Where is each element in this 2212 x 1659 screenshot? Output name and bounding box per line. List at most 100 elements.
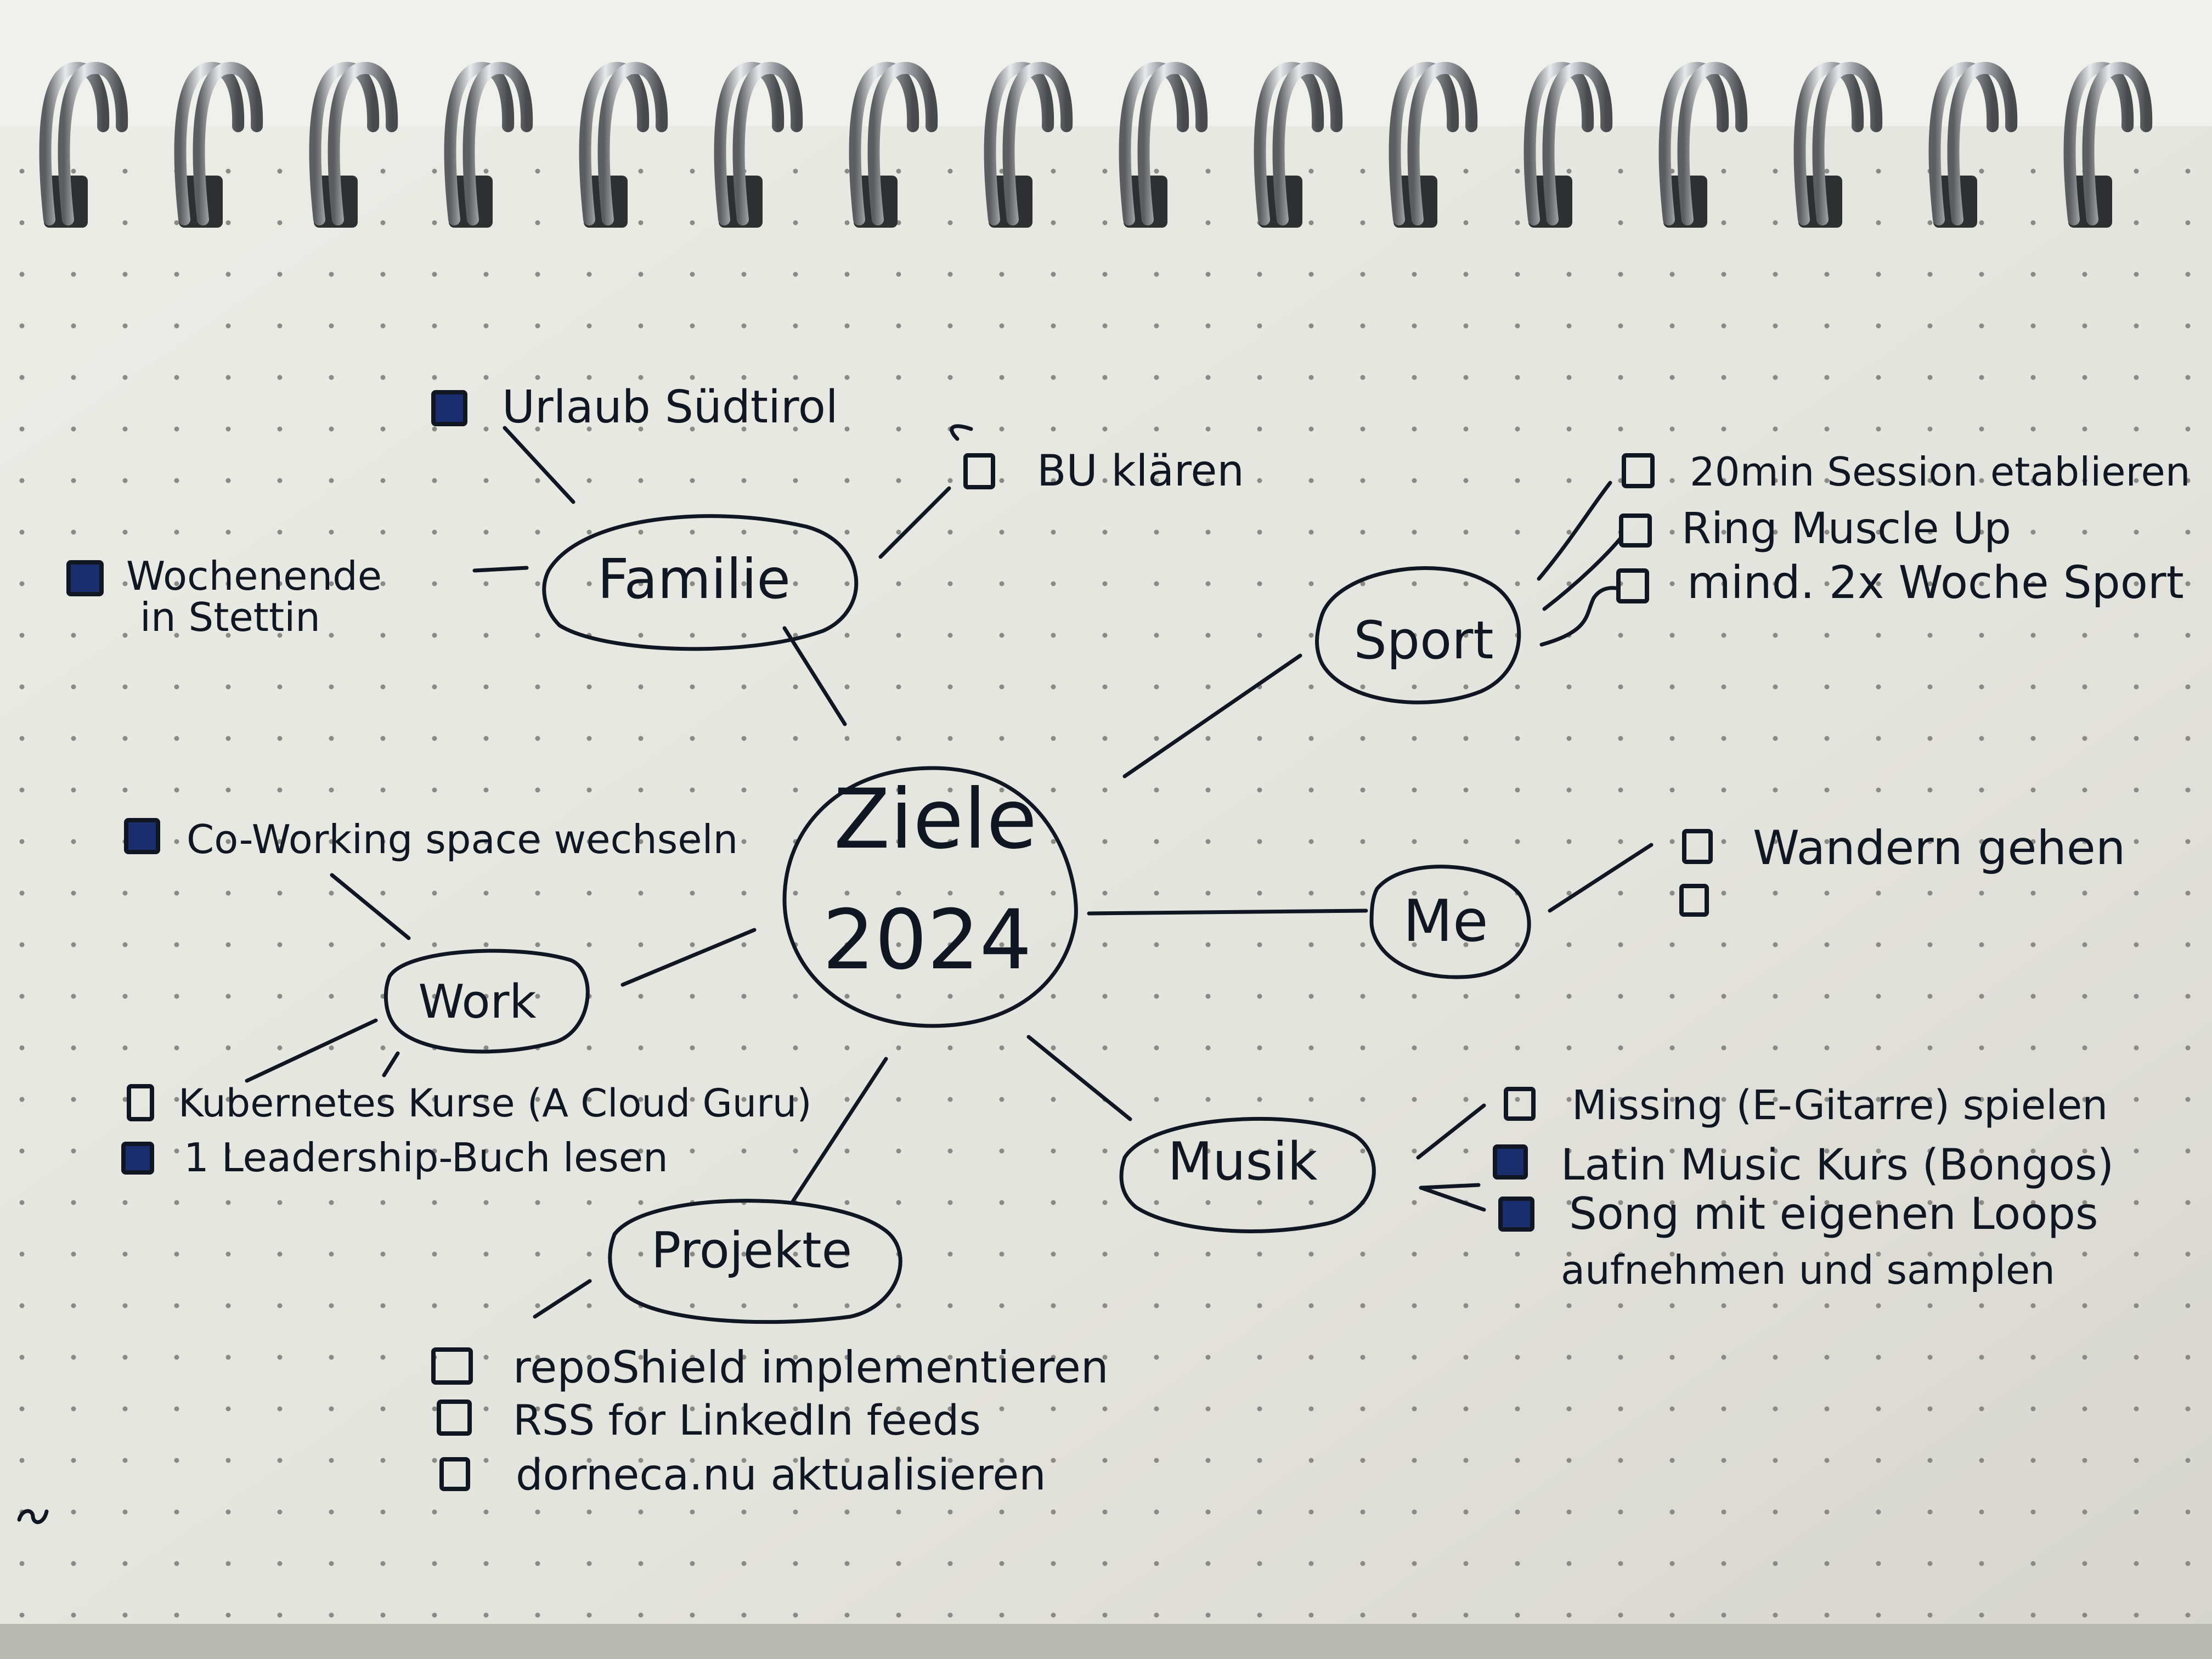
binding-ring (174, 61, 245, 225)
checkbox-group (66, 390, 1713, 1491)
connector-center-work (620, 928, 757, 987)
binding-ring (39, 61, 110, 225)
connector-center-me (1087, 909, 1368, 916)
checkbox-projekte-3 (439, 1457, 470, 1491)
branch-label-projekte: Projekte (651, 1222, 852, 1279)
connector-musik-item1 (1416, 1103, 1486, 1160)
branch-label-sport: Sport (1353, 611, 1493, 671)
binding-ring (579, 61, 650, 225)
binding-ring (1658, 61, 1729, 225)
item-reposhield: repoShield implementieren (513, 1342, 1109, 1393)
connector-familie-urlaub (503, 426, 575, 504)
connector-center-familie (782, 626, 847, 726)
checkbox-musik-2 (1493, 1144, 1528, 1180)
binding-ring (309, 61, 380, 225)
binding-ring (1523, 61, 1594, 225)
center-title-line2: 2024 (822, 893, 1032, 988)
item-20min-session: 20min Session etablieren (1690, 449, 2190, 495)
connector-sport-item1 (1537, 481, 1612, 581)
connector-familie-wochenende (472, 566, 529, 573)
checkbox-me-1 (1682, 829, 1713, 864)
item-coworking-space: Co-Working space wechseln (187, 816, 738, 862)
binding-ring (1947, 61, 2018, 225)
connector-center-musik (1026, 1035, 1132, 1121)
binding-ring (714, 61, 785, 225)
binding-ring (444, 61, 515, 225)
connector-musik-arrow (1419, 1183, 1486, 1212)
item-wochenende-line1: Wochenende (126, 553, 382, 599)
connector-sport-item2 (1542, 535, 1623, 611)
connector-me-item (1548, 843, 1654, 913)
binding-ring (1812, 61, 1883, 225)
stray-ink-mark (17, 1509, 49, 1524)
binding-ring (1407, 61, 1478, 225)
checkbox-leadership (121, 1142, 154, 1175)
musik-bubble (1119, 1116, 1376, 1233)
checkbox-bu (963, 453, 995, 489)
item-missing-egitarre: Missing (E-Gitarre) spielen (1572, 1082, 2108, 1129)
center-title-line1: Ziele (834, 772, 1037, 867)
binding-ring (867, 61, 938, 225)
binding-ring (1272, 61, 1343, 225)
checkbox-kubernetes (127, 1084, 154, 1121)
item-leadership-buch: 1 Leadership-Buch lesen (184, 1135, 668, 1181)
checkbox-urlaub (431, 390, 467, 426)
spiral-binding (39, 61, 2153, 228)
binding-ring (849, 61, 919, 225)
item-rss-linkedin: RSS for LinkedIn feeds (513, 1396, 981, 1444)
binding-ring (732, 61, 803, 225)
item-urlaub-suedtirol: Urlaub Südtirol (502, 381, 838, 433)
checkbox-sport-3 (1616, 568, 1649, 603)
binding-ring (1542, 61, 1613, 225)
connector-work-coworking (330, 873, 411, 940)
item-dorneca: dorneca.nu aktualisieren (516, 1451, 1046, 1500)
connector-projekte-items (533, 1279, 592, 1319)
checkbox-sport-1 (1622, 453, 1655, 488)
branch-label-familie: Familie (597, 547, 791, 611)
connector-center-sport (1122, 653, 1302, 778)
item-wochenende-line2: in Stettin (140, 594, 320, 640)
checkbox-musik-3 (1498, 1197, 1534, 1232)
binding-ring (1677, 61, 1748, 225)
checkbox-coworking (124, 818, 160, 854)
branch-label-musik: Musik (1167, 1132, 1317, 1192)
item-latin-music-kurs: Latin Music Kurs (Bongos) (1561, 1141, 2114, 1190)
branch-label-me: Me (1403, 888, 1488, 955)
connector-center-projekte (791, 1057, 888, 1204)
connector-work-kubernetes (245, 1018, 378, 1083)
checkbox-me-2 (1679, 884, 1709, 917)
item-bu-klaeren: BU klären (1037, 447, 1244, 496)
item-song-loops-line2: aufnehmen und samplen (1561, 1247, 2055, 1293)
item-ring-muscle-up: Ring Muscle Up (1681, 504, 2011, 554)
paper-bottom-edge (0, 1624, 2212, 1659)
sport-bubble (1315, 566, 1521, 704)
work-bubble (383, 949, 590, 1054)
checkbox-wochenende (66, 560, 104, 596)
binding-ring (984, 61, 1054, 225)
familie-bubble (542, 514, 859, 651)
connector-sport-item3 (1539, 586, 1618, 647)
binding-ring (597, 61, 668, 225)
binding-ring (1793, 61, 1864, 225)
branch-label-work: Work (418, 975, 536, 1029)
item-kubernetes-kurse: Kubernetes Kurse (A Cloud Guru) (178, 1081, 812, 1126)
center-circle (782, 766, 1078, 1028)
binding-ring (2063, 61, 2134, 225)
item-song-loops-line1: Song mit eigenen Loops (1569, 1188, 2098, 1239)
item-2x-woche-sport: mind. 2x Woche Sport (1687, 557, 2184, 609)
checkbox-projekte-2 (437, 1400, 472, 1436)
binding-ring (1002, 61, 1073, 225)
binding-ring (193, 61, 263, 225)
connector-work-tick (382, 1051, 400, 1077)
checkbox-projekte-1 (431, 1347, 473, 1385)
binding-ring (328, 61, 398, 225)
binding-ring (1928, 61, 1999, 225)
item-wandern-gehen: Wandern gehen (1753, 821, 2125, 876)
me-bubble (1369, 865, 1531, 979)
checkbox-sport-2 (1619, 514, 1652, 548)
dot-grid (0, 126, 2212, 1659)
binding-ring (58, 61, 128, 225)
projekte-bubble (608, 1199, 902, 1324)
